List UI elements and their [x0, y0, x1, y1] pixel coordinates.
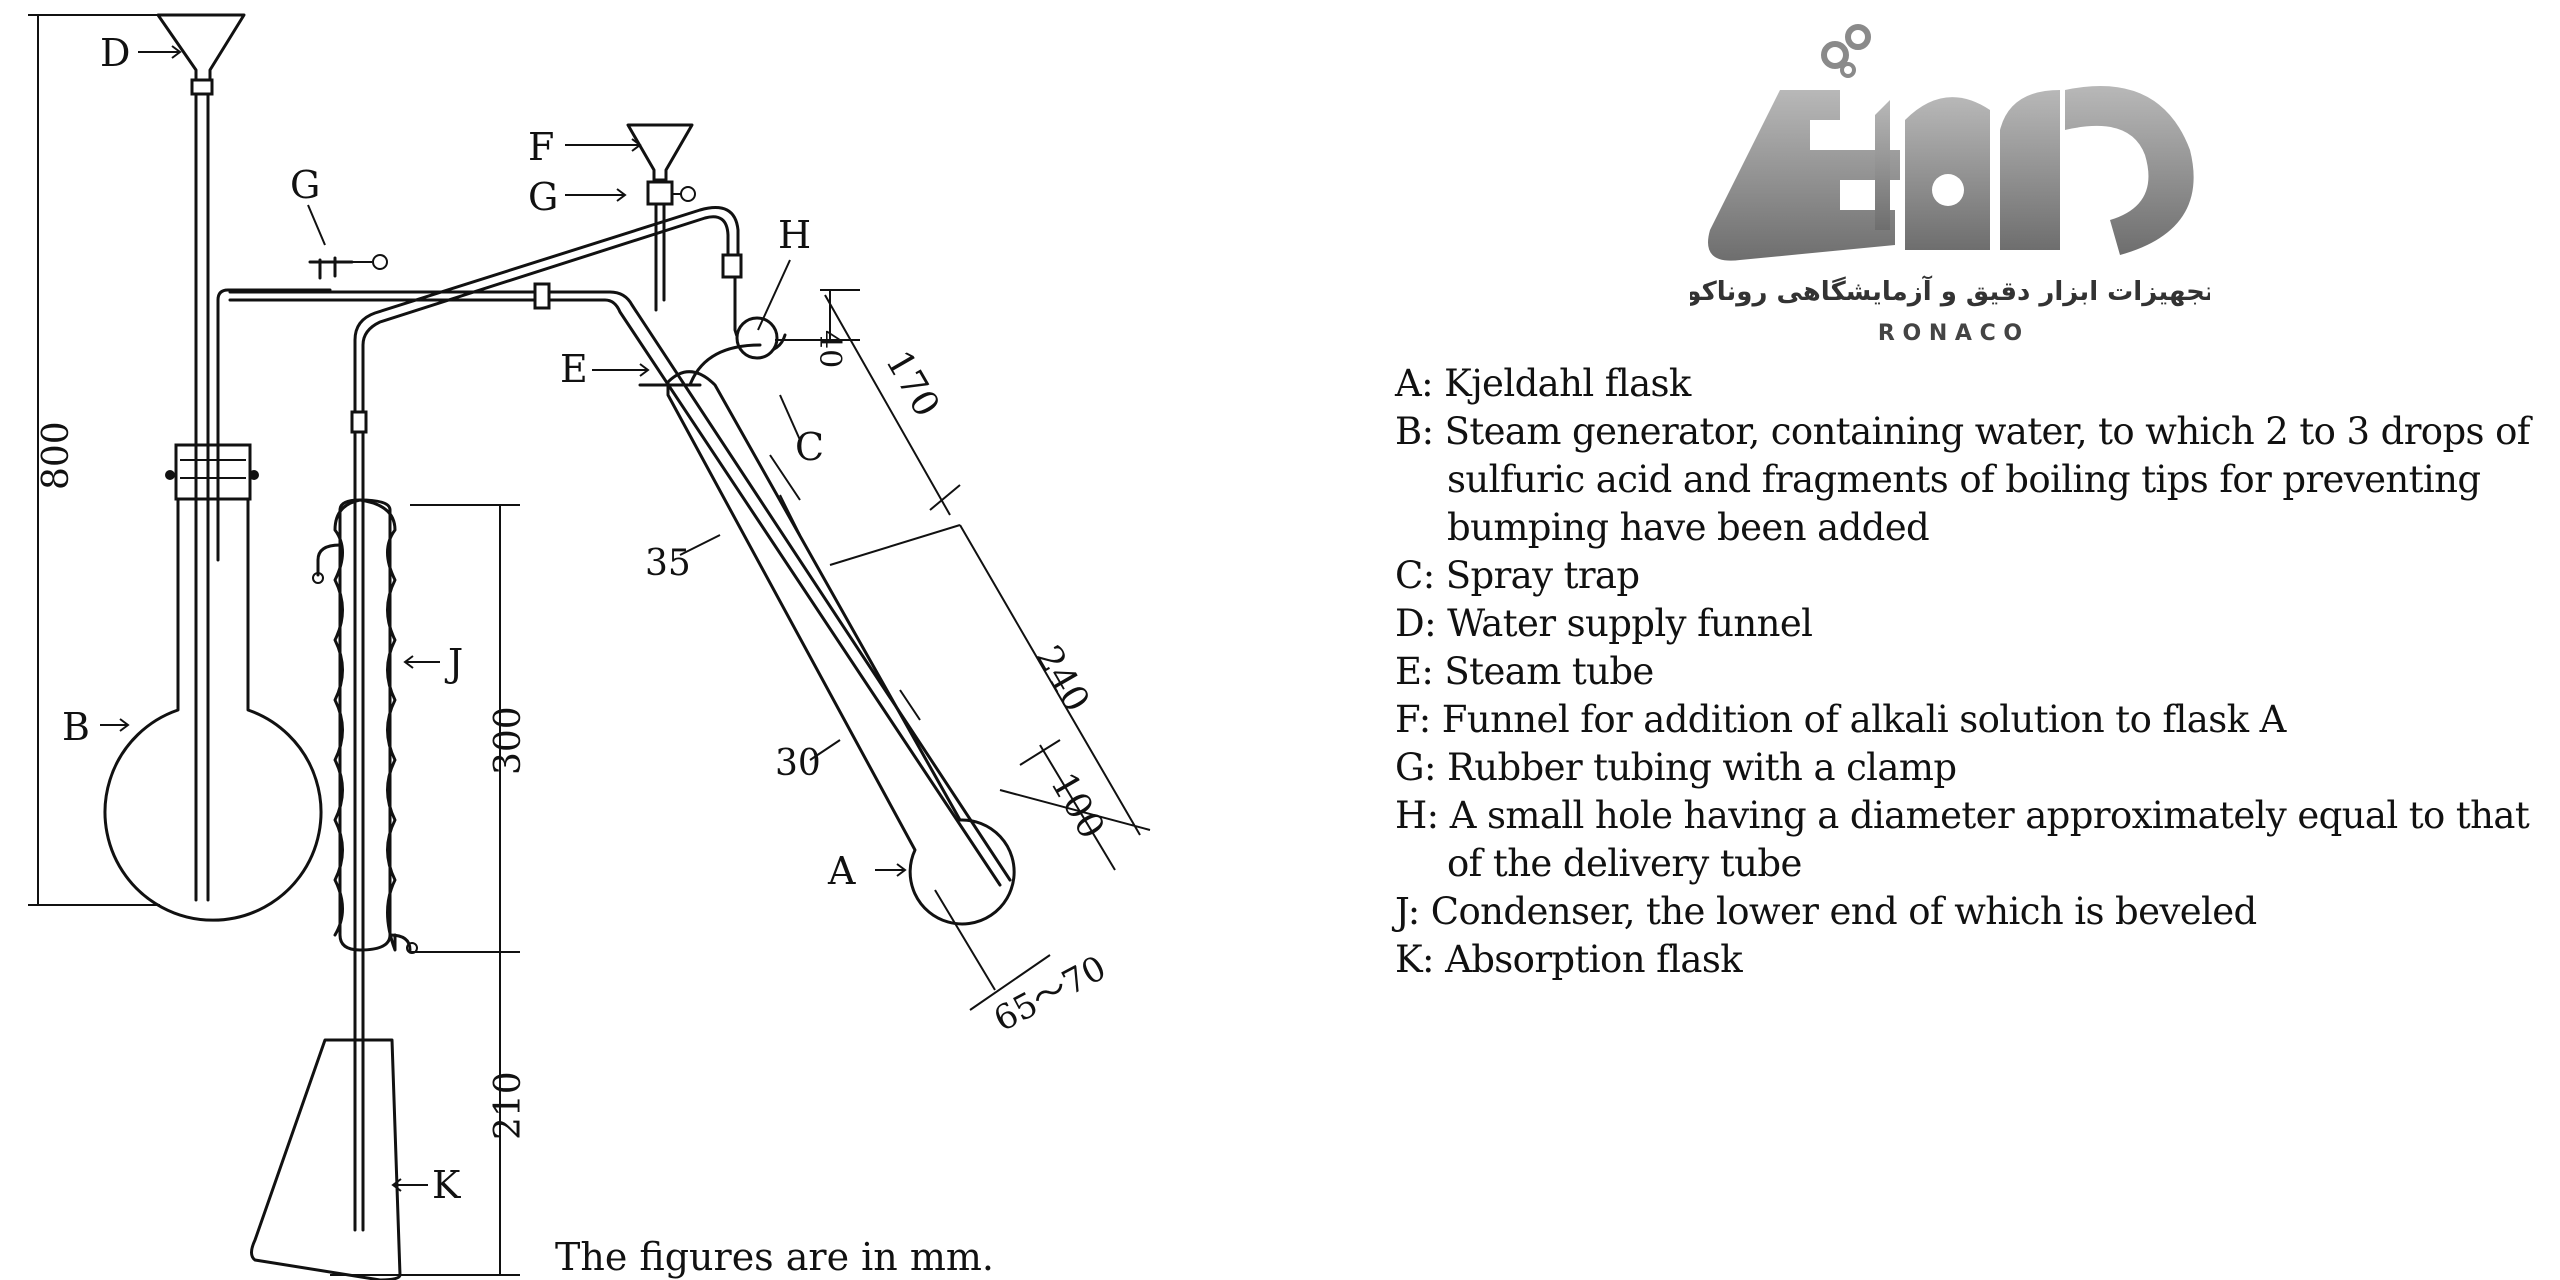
- label-a: A: [827, 849, 856, 893]
- label-b: B: [62, 705, 90, 749]
- label-k: K: [432, 1163, 461, 1207]
- water-supply-funnel-d: [156, 13, 246, 96]
- dimension-lines: [28, 14, 1151, 1276]
- legend-item-b: B: Steam generator, containing water, to…: [1395, 410, 2530, 549]
- alkali-funnel-f: [626, 123, 696, 312]
- legend-item-f: F: Funnel for addition of alkali solutio…: [1395, 698, 2286, 741]
- dim-40: 40: [812, 330, 847, 368]
- label-j: J: [444, 641, 463, 685]
- steam-transfer-tube: [228, 282, 1012, 887]
- ronaco-logo: تجهیزات ابزار دقیق و آزمایشگاهی روناکو R…: [1690, 24, 2210, 346]
- condenser-j: [312, 498, 418, 954]
- absorption-flask-k: [250, 1038, 402, 1280]
- logo-persian-text: تجهیزات ابزار دقیق و آزمایشگاهی روناکو: [1690, 275, 2210, 307]
- label-g-right: G: [528, 175, 558, 219]
- dim-35: 35: [645, 543, 691, 584]
- spray-trap-c: [688, 276, 787, 387]
- label-f: F: [528, 125, 554, 169]
- apparatus-diagram: D G F G H E C B J A K 800 300 210 40 170…: [28, 13, 1151, 1280]
- kjeldahl-flask-a: [638, 370, 1016, 926]
- dim-240: 240: [1027, 639, 1097, 719]
- dim-170: 170: [877, 344, 947, 424]
- legend-item-d: D: Water supply funnel: [1395, 602, 1813, 645]
- dim-100: 100: [1042, 766, 1112, 846]
- label-g-left: G: [290, 163, 320, 207]
- dim-65-70: 65～70: [987, 948, 1112, 1040]
- legend-item-j: J: Condenser, the lower end of which is …: [1395, 890, 2257, 933]
- legend-item-c: C: Spray trap: [1395, 554, 1640, 597]
- clamp-g-left: [308, 254, 388, 294]
- label-c: C: [795, 425, 824, 469]
- legend-item-h: H: A small hole having a diameter approx…: [1395, 794, 2530, 885]
- logo-english-text: R O N A C O: [1878, 321, 2022, 346]
- legend-item-g: G: Rubber tubing with a clamp: [1395, 746, 1957, 789]
- dim-30: 30: [775, 743, 821, 784]
- legend-item-k: K: Absorption flask: [1395, 938, 1743, 981]
- legend-item-a: A: Kjeldahl flask: [1395, 362, 1691, 405]
- legend-list: A: Kjeldahl flask B: Steam generator, co…: [1395, 360, 2545, 984]
- leader-arrows: [100, 45, 907, 1192]
- steam-generator-b: [103, 78, 332, 922]
- dim-300: 300: [488, 706, 529, 775]
- dim-800: 800: [36, 421, 77, 490]
- delivery-tube: [350, 206, 743, 1232]
- units-note: The figures are in mm.: [555, 1235, 994, 1279]
- label-h: H: [778, 213, 811, 257]
- logo-flask-mark-icon: [1708, 86, 2194, 261]
- legend-item-e: E: Steam tube: [1395, 650, 1654, 693]
- label-e: E: [560, 347, 588, 391]
- label-d: D: [100, 31, 130, 75]
- dim-210: 210: [488, 1071, 529, 1140]
- logo-bubbles-icon: [1821, 24, 1871, 78]
